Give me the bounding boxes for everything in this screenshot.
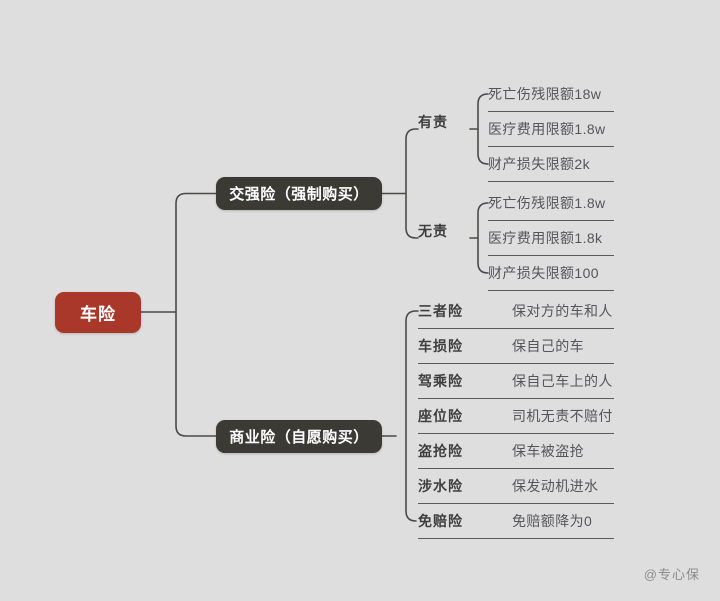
leaf-commercial-4-text: 司机无责不赔付 <box>512 408 613 424</box>
leaf-at-fault-1[interactable]: 死亡伤残限额18w <box>488 77 614 112</box>
leaf-no-fault-1-text: 死亡伤残限额1.8w <box>488 195 606 211</box>
connector-atfault-spine <box>477 93 489 165</box>
branch-node-commercial-label: 商业险（自愿购买） <box>229 429 369 446</box>
branch-node-commercial[interactable]: 商业险（自愿购买） <box>216 420 382 453</box>
leaf-commercial-1-text: 保对方的车和人 <box>512 303 613 319</box>
group-label-no-fault[interactable]: 无责 <box>418 223 448 239</box>
leaf-commercial-7-text: 免赔额降为0 <box>512 513 593 529</box>
leaf-no-fault-2[interactable]: 医疗费用限额1.8k <box>488 221 614 256</box>
leaf-at-fault-1-text: 死亡伤残限额18w <box>488 86 602 102</box>
leaf-at-fault-3-text: 财产损失限额2k <box>488 156 590 172</box>
leaf-commercial-3-label: 驾乘险 <box>418 373 463 389</box>
leaf-commercial-6-label: 涉水险 <box>418 478 463 494</box>
leaf-at-fault-3[interactable]: 财产损失限额2k <box>488 147 614 182</box>
leaf-commercial-6[interactable]: 涉水险 保发动机进水 <box>418 469 614 504</box>
leaf-commercial-5-text: 保车被盗抢 <box>512 443 584 459</box>
leaf-at-fault-2-text: 医疗费用限额1.8w <box>488 121 606 137</box>
leaf-at-fault-2[interactable]: 医疗费用限额1.8w <box>488 112 614 147</box>
leaf-no-fault-3[interactable]: 财产损失限额100 <box>488 256 614 291</box>
connector-nofault-spine <box>477 202 489 274</box>
leaf-no-fault-2-text: 医疗费用限额1.8k <box>488 230 603 246</box>
root-node-label: 车险 <box>80 305 116 324</box>
leaf-commercial-4[interactable]: 座位险 司机无责不赔付 <box>418 399 614 434</box>
leaf-commercial-2[interactable]: 车损险 保自己的车 <box>418 329 614 364</box>
leaf-commercial-7[interactable]: 免赔险 免赔额降为0 <box>418 504 614 539</box>
leaf-commercial-5[interactable]: 盗抢险 保车被盗抢 <box>418 434 614 469</box>
leaf-commercial-2-text: 保自己的车 <box>512 338 584 354</box>
leaf-commercial-6-text: 保发动机进水 <box>512 478 599 494</box>
connector-compulsory-spine <box>405 128 419 239</box>
branch-node-compulsory-label: 交强险（强制购买） <box>229 186 369 203</box>
leaf-no-fault-1[interactable]: 死亡伤残限额1.8w <box>488 186 614 221</box>
root-node[interactable]: 车险 <box>55 292 141 333</box>
leaf-no-fault-3-text: 财产损失限额100 <box>488 265 599 281</box>
branch-node-compulsory[interactable]: 交强险（强制购买） <box>216 177 382 210</box>
leaf-commercial-7-label: 免赔险 <box>418 513 463 529</box>
leaf-commercial-3[interactable]: 驾乘险 保自己车上的人 <box>418 364 614 399</box>
leaf-commercial-2-label: 车损险 <box>418 338 463 354</box>
leaf-commercial-4-label: 座位险 <box>418 408 463 424</box>
leaf-commercial-5-label: 盗抢险 <box>418 443 463 459</box>
leaf-commercial-3-text: 保自己车上的人 <box>512 373 613 389</box>
connector-commercial-spine <box>405 310 419 522</box>
watermark: @专心保 <box>643 567 700 582</box>
leaf-commercial-1[interactable]: 三者险 保对方的车和人 <box>418 294 614 329</box>
connector-root-spine <box>175 192 217 437</box>
leaf-commercial-1-label: 三者险 <box>418 303 463 319</box>
group-label-at-fault[interactable]: 有责 <box>418 114 448 130</box>
